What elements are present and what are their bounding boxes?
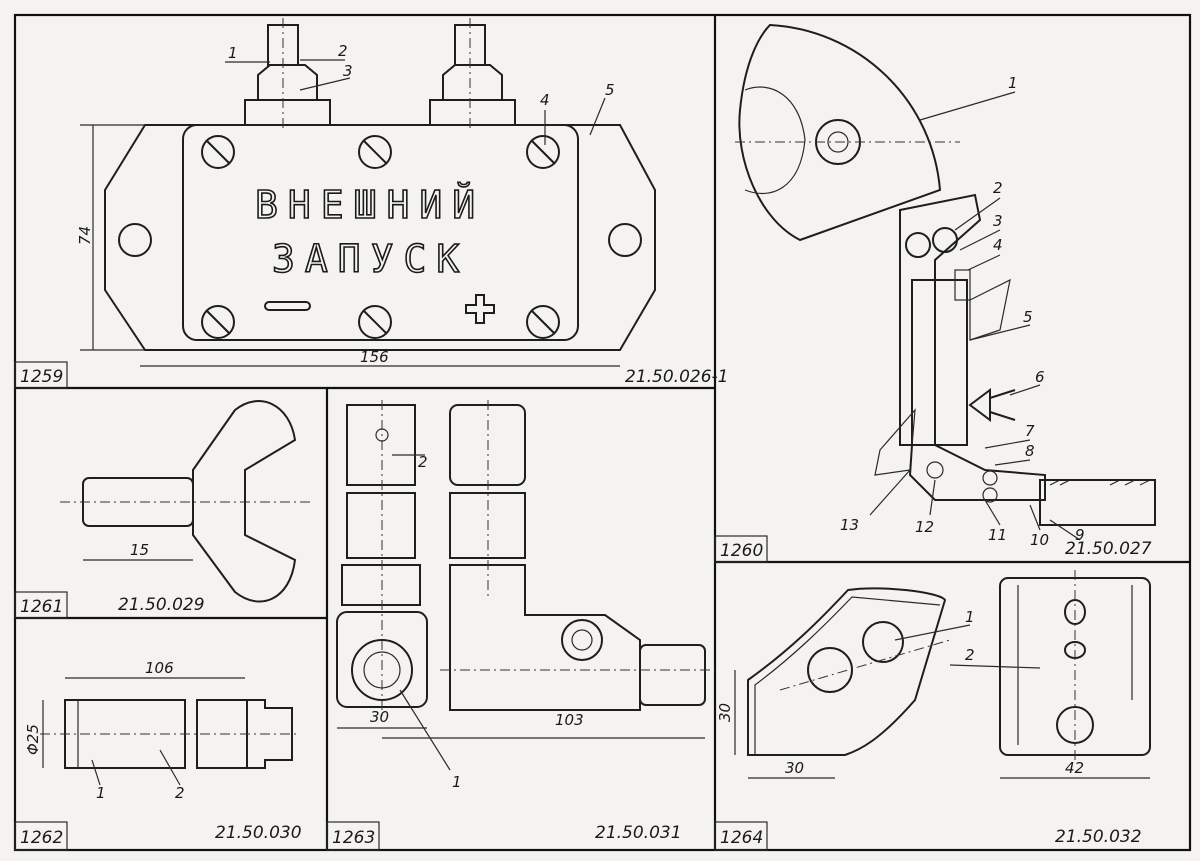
callout-8: 8 (1025, 442, 1035, 460)
callout-9: 9 (1075, 526, 1085, 544)
figure-1261-wing-bolt: 15 21.50.029 1261 (14, 400, 310, 619)
callout-5: 5 (1023, 308, 1033, 326)
callout-10: 10 (1030, 531, 1049, 549)
callout-1: 1 (452, 773, 462, 791)
dim-height: 30 (716, 703, 734, 722)
figure-number: 1262 (20, 828, 63, 848)
figure-code: 21.50.032 (1055, 827, 1142, 847)
figure-number: 1260 (720, 541, 763, 561)
figure-code: 21.50.030 (215, 823, 302, 843)
callout-5: 5 (605, 81, 615, 99)
callout-4: 4 (540, 91, 550, 109)
callout-2: 2 (993, 179, 1003, 197)
callout-12: 12 (915, 518, 934, 536)
callout-4: 4 (993, 236, 1003, 254)
callout-6: 6 (1035, 368, 1045, 386)
callout-1: 1 (96, 784, 106, 802)
minus-sign (264, 301, 311, 311)
figure-number: 1261 (20, 597, 63, 617)
figure-code: 21.50.031 (595, 823, 682, 843)
figure-1260-mirror-bracket: 1 2 3 4 5 6 7 8 9 10 11 12 13 21.50.027 … (714, 23, 1156, 563)
callout-7: 7 (1025, 422, 1035, 440)
dim-height: 74 (76, 226, 94, 245)
callout-13: 13 (840, 516, 859, 534)
callout-3: 3 (343, 62, 353, 80)
dim-length: 106 (145, 659, 174, 677)
figure-number: 1264 (720, 828, 763, 848)
dim-length: 15 (130, 541, 149, 559)
dim-width: 30 (370, 708, 389, 726)
callout-1: 1 (965, 608, 975, 626)
callout-2: 2 (338, 42, 348, 60)
plate-text-line2: ЗАПУСК (272, 237, 469, 281)
callout-2: 2 (965, 646, 975, 664)
callout-2: 2 (418, 453, 428, 471)
dim-width: 156 (360, 348, 389, 366)
figure-1259-external-start-terminal: ВНЕШНИЙ ЗАПУСК 74 156 1 2 3 4 5 21.50.02… (14, 18, 728, 389)
sheet-frame (13, 13, 1192, 852)
callout-2: 2 (175, 784, 185, 802)
figure-number: 1259 (20, 367, 63, 387)
callout-1: 1 (228, 44, 238, 62)
figure-code: 21.50.026-1 (625, 367, 728, 387)
dim-length: 103 (555, 711, 584, 729)
hatching (1049, 479, 1151, 486)
callout-11: 11 (988, 526, 1007, 544)
screw-heads (201, 135, 560, 339)
terminal-studs (244, 18, 516, 130)
figure-code: 21.50.029 (118, 595, 205, 615)
callout-3: 3 (993, 212, 1003, 230)
figure-1264-bracket-plate: 30 30 42 1 2 21.50.032 1264 (714, 570, 1151, 851)
dim-width-left: 30 (785, 759, 804, 777)
callout-1: 1 (1008, 74, 1018, 92)
plate-text-line1: ВНЕШНИЙ (255, 183, 485, 227)
figure-number: 1263 (332, 828, 375, 848)
dim-diameter: Φ25 (24, 724, 42, 755)
plus-sign (465, 294, 495, 324)
figure-1263-pipe-elbow: 30 103 2 1 21.50.031 1263 (326, 400, 715, 851)
figure-code: 21.50.027 (1065, 539, 1152, 559)
dim-width-right: 42 (1065, 759, 1084, 777)
figure-1262-sleeve: 106 Φ25 1 2 21.50.030 1262 (14, 659, 302, 851)
